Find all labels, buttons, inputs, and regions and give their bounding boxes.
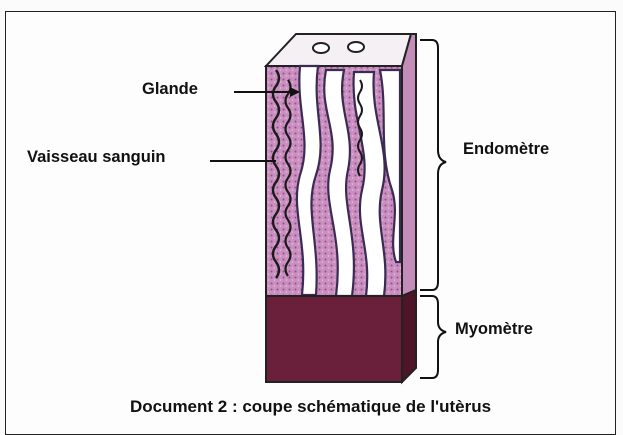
label-myometre: Myomètre	[455, 320, 533, 339]
label-endometre: Endomètre	[463, 140, 549, 159]
document-caption: Document 2 : coupe schématique de l'utèr…	[5, 397, 616, 417]
label-vaisseau-sanguin: Vaisseau sanguin	[27, 148, 165, 167]
label-glande: Glande	[142, 80, 198, 99]
block-side-face	[402, 34, 416, 296]
myometrium-tissue	[266, 296, 402, 382]
vessel-opening-right	[348, 42, 364, 52]
myometre-brace	[420, 296, 446, 378]
block-top-face	[266, 34, 411, 66]
myometrium-side-face	[402, 290, 416, 382]
endometre-brace	[420, 40, 446, 290]
vessel-opening-left	[313, 43, 329, 53]
